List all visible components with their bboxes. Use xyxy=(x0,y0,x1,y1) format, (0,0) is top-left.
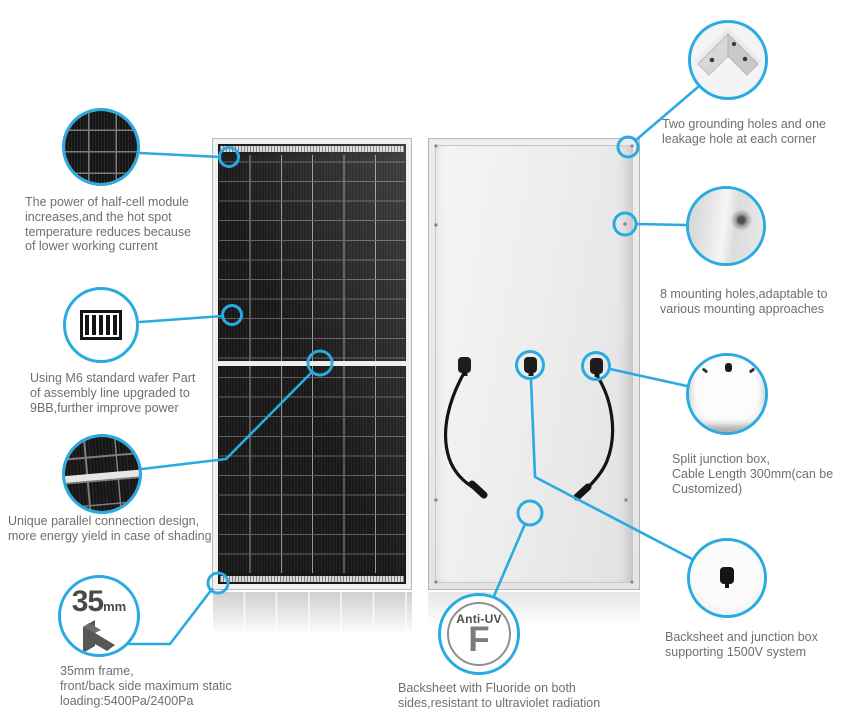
shaded-cells-photo-icon xyxy=(65,437,139,511)
caption-anti-uv: Backsheet with Fluoride on both sides,re… xyxy=(398,681,601,710)
caption-grounding-holes: Two grounding holes and one leakage hole… xyxy=(662,117,827,146)
caption-mounting-holes: 8 mounting holes,adaptable to various mo… xyxy=(660,287,828,316)
junction-box-right xyxy=(590,358,603,374)
callout-grounding-holes xyxy=(688,20,768,100)
callout-parallel-connection xyxy=(62,434,142,514)
callout-wafer-9bb xyxy=(63,287,139,363)
caption-junction-box: Split junction box, Cable Length 300mm(c… xyxy=(672,452,834,496)
caption-parallel-connection: Unique parallel connection design, more … xyxy=(8,514,212,543)
front-panel-reflection xyxy=(213,592,412,644)
junction-box-screw-left xyxy=(701,367,709,374)
frame-profile-icon xyxy=(83,620,115,653)
badge-mm: mm xyxy=(103,599,127,614)
junction-box-middle xyxy=(524,357,537,373)
mounting-hole-photo-icon xyxy=(689,189,763,263)
anti-uv-letter: F xyxy=(468,620,490,659)
anti-uv-label: Anti-UV xyxy=(456,612,502,626)
cable-connector-photo-icon xyxy=(690,541,764,615)
connector-plug xyxy=(720,567,734,584)
half-cell-cells-photo-icon xyxy=(65,111,137,183)
solar-panel-front xyxy=(212,138,412,590)
callout-frame-35mm: 35mm xyxy=(58,575,140,657)
caption-half-cell: The power of half-cell module increases,… xyxy=(25,195,192,254)
busbar-grid-icon xyxy=(80,310,122,340)
junction-box-screw-right xyxy=(748,367,756,374)
junction-box-left xyxy=(458,357,471,373)
bottom-ribbon-strip xyxy=(220,576,404,582)
parallel-stripe xyxy=(65,467,139,485)
callout-anti-uv: Anti-UV F xyxy=(438,593,520,675)
callout-mounting-holes xyxy=(686,186,766,266)
badge-35: 35 xyxy=(71,585,104,618)
frame-35mm-badge: 35mm xyxy=(61,578,137,654)
caption-frame-35mm: 35mm frame, front/back side maximum stat… xyxy=(60,664,232,708)
callout-backsheet-1500v xyxy=(687,538,767,618)
front-glass-area xyxy=(218,144,406,584)
anti-uv-mark-icon: Anti-UV F xyxy=(447,602,511,666)
frame-corner-photo-icon xyxy=(694,28,762,76)
caption-wafer-9bb: Using M6 standard wafer Part of assembly… xyxy=(30,371,196,415)
glass-reflection xyxy=(218,144,406,584)
callout-half-cell xyxy=(62,108,140,186)
junction-box-port xyxy=(725,363,732,372)
caption-backsheet-1500v: Backsheet and junction box supporting 15… xyxy=(665,630,818,659)
callout-junction-box xyxy=(686,353,768,435)
junction-box-photo-icon xyxy=(689,356,765,432)
top-ribbon-strip xyxy=(220,146,404,152)
